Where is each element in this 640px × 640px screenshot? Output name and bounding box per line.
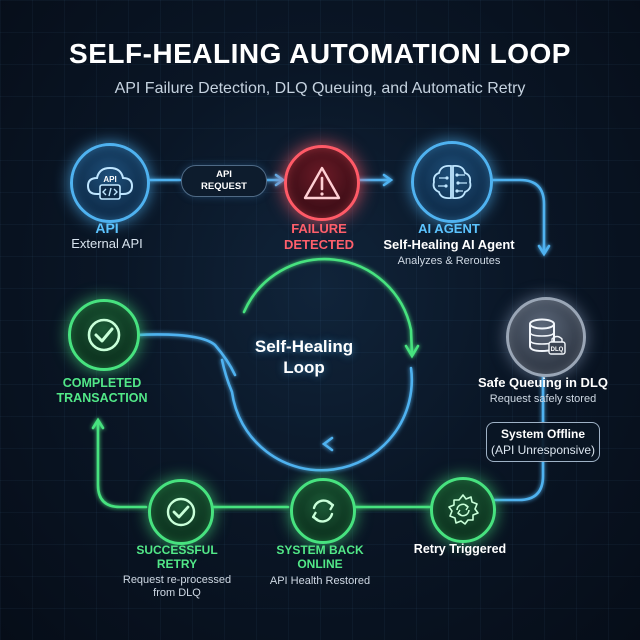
dlq-subtitle: Request safely stored [489, 393, 597, 405]
completed-line1: COMPLETED [62, 376, 142, 390]
back-online-line1: SYSTEM BACK [276, 543, 364, 557]
api-subtitle: External API [71, 236, 143, 251]
retry-node [430, 477, 496, 543]
loop-ring-blue [220, 358, 414, 472]
page-subtitle: API Failure Detection, DLQ Queuing, and … [114, 80, 526, 97]
loop-ring-green [242, 257, 414, 357]
arrow-to-failure [274, 173, 286, 187]
back-online-label: SYSTEM BACK ONLINE [260, 543, 380, 572]
check-circle-icon [166, 497, 196, 527]
check-circle-icon [87, 318, 121, 352]
back-online-subtitle: API Health Restored [269, 575, 371, 587]
success-line2: RETRY [156, 557, 198, 572]
failure-label: FAILURE DETECTED [269, 221, 369, 252]
loop-line2: Loop [283, 358, 325, 377]
completed-label: COMPLETED TRANSACTION [40, 376, 164, 406]
dlq-node: DLQ [506, 297, 586, 377]
success-sub1: Request re-processed [122, 574, 232, 586]
connector-ai-to-dlq [490, 178, 546, 254]
ai-agent-node [411, 141, 493, 223]
ai-agent-description: Analyzes & Reroutes [397, 255, 501, 267]
offline-line1: System Offline [500, 427, 586, 441]
ai-agent-name: Self-Healing AI Agent [383, 237, 515, 252]
arrow-to-ai [382, 173, 394, 187]
connector-success-to-completed [96, 420, 148, 509]
failure-line2: DETECTED [283, 236, 355, 252]
completed-node [68, 299, 140, 371]
api-title: API [95, 220, 119, 236]
completed-line2: TRANSACTION [56, 391, 148, 405]
system-offline-box: System Offline (API Unresponsive) [486, 422, 600, 462]
failure-node [284, 145, 360, 221]
offline-line2: (API Unresponsive) [490, 443, 596, 457]
success-node [148, 479, 214, 545]
api-node: API [70, 143, 150, 223]
back-online-line2: ONLINE [297, 557, 343, 572]
connector-dlq-to-retry [492, 367, 545, 502]
success-line1: SUCCESSFUL [136, 543, 218, 557]
retry-title: Retry Triggered [413, 542, 507, 556]
pill-line2: REQUEST [201, 181, 247, 192]
arrow-loop-blue [321, 436, 334, 452]
refresh-icon [311, 499, 335, 523]
loop-line1: Self-Healing [254, 337, 354, 356]
page-title: SELF-HEALING AUTOMATION LOOP [69, 38, 571, 69]
pill-line1: API [216, 169, 232, 180]
success-subtitle: Request re-processed from DLQ [103, 574, 251, 600]
success-sub2: from DLQ [153, 587, 201, 600]
warning-icon [303, 166, 341, 200]
connector-completed-to-loop [133, 333, 237, 377]
ai-agent-title: AI AGENT [418, 221, 480, 236]
dlq-title: Safe Queuing in DLQ [477, 375, 608, 390]
success-label: SUCCESSFUL RETRY [113, 543, 241, 572]
failure-line1: FAILURE [291, 221, 347, 236]
dlq-badge-text: DLQ [551, 347, 564, 353]
cloud-code-icon: API [86, 166, 134, 200]
brain-circuit-icon [432, 164, 472, 200]
arrow-loop-green [404, 344, 420, 359]
gear-refresh-icon [448, 494, 479, 525]
database-lock-icon: DLQ [529, 318, 566, 355]
back-online-node [290, 478, 356, 544]
api-badge-text: API [103, 175, 116, 184]
arrow-to-completed [91, 417, 105, 430]
self-healing-loop-label: Self-Healing Loop [244, 336, 364, 378]
arrow-to-dlq [537, 244, 551, 257]
